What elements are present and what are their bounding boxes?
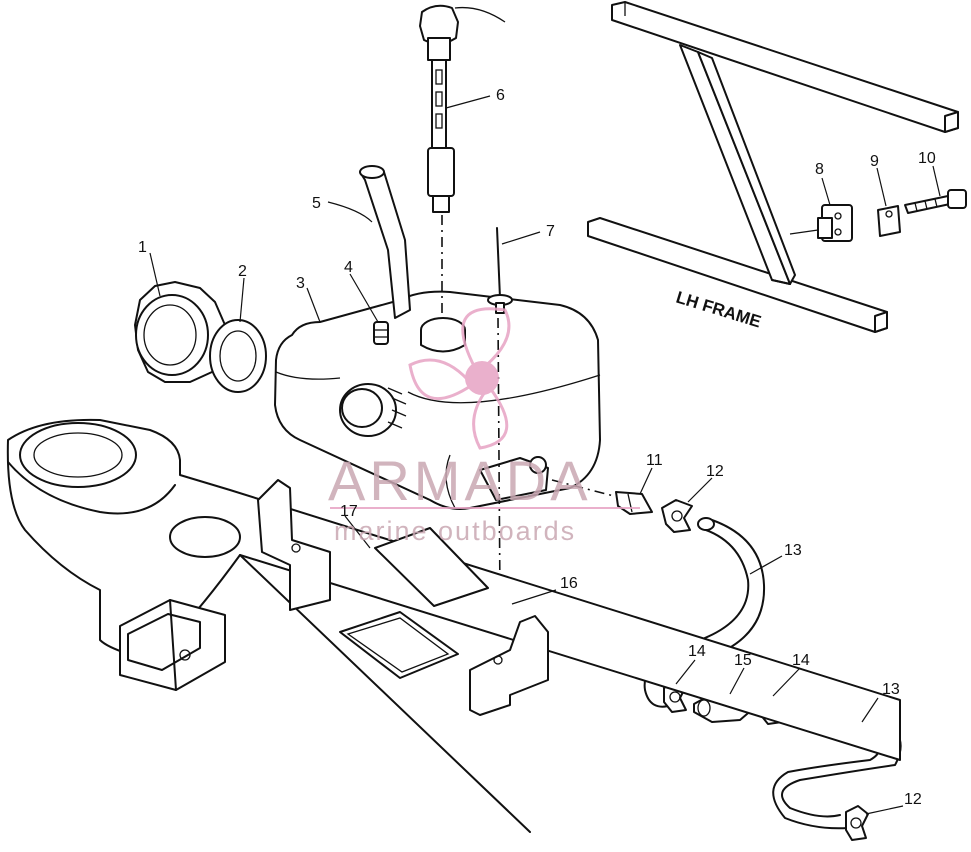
callout-12-upper: 12: [706, 463, 724, 480]
callout-9: 9: [870, 153, 879, 170]
oil-tank: [274, 290, 601, 510]
hose-clamp-upper: [661, 499, 693, 533]
frame-bracket-8: [817, 204, 853, 242]
screw-10: [904, 189, 967, 214]
filler-cap: [134, 281, 226, 383]
lh-frame: [587, 1, 959, 333]
callout-17: 17: [340, 503, 358, 520]
frame-label: LH FRAME: [674, 288, 764, 332]
callout-12-lower: 12: [904, 791, 922, 808]
vent-fitting: [373, 321, 389, 345]
tank-bracket-left: [257, 479, 331, 611]
leader-lines: [149, 95, 941, 815]
watermark-tagline: marine outboards: [334, 516, 576, 546]
callout-13-upper: 13: [784, 542, 802, 559]
callout-8: 8: [815, 161, 824, 178]
callout-5: 5: [312, 195, 321, 212]
callout-14-right: 14: [792, 652, 810, 669]
callout-3: 3: [296, 275, 305, 292]
clip-9: [877, 205, 901, 237]
callout-10: 10: [918, 150, 936, 167]
callout-7: 7: [546, 223, 555, 240]
callout-14-left: 14: [688, 643, 706, 660]
callout-11: 11: [646, 452, 663, 469]
callout-15: 15: [734, 652, 752, 669]
watermark: ARMADA marine outboards: [328, 307, 640, 546]
callout-13-lower: 13: [882, 681, 900, 698]
watermark-brand: ARMADA: [328, 449, 592, 512]
vent-hose: [359, 165, 411, 319]
callout-16: 16: [560, 575, 578, 592]
callout-1: 1: [138, 239, 147, 256]
callout-4: 4: [344, 259, 353, 276]
callout-2: 2: [238, 263, 247, 280]
gasket: [209, 319, 267, 393]
mounting-pad: [374, 527, 489, 607]
callout-6: 6: [496, 87, 505, 104]
outlet-fitting: [615, 491, 653, 515]
level-gauge: [419, 4, 506, 213]
propeller-logo: [408, 307, 511, 450]
tank-bracket-right: [469, 615, 549, 716]
hose-clamp-lower: [845, 805, 869, 841]
probe: [487, 227, 513, 314]
